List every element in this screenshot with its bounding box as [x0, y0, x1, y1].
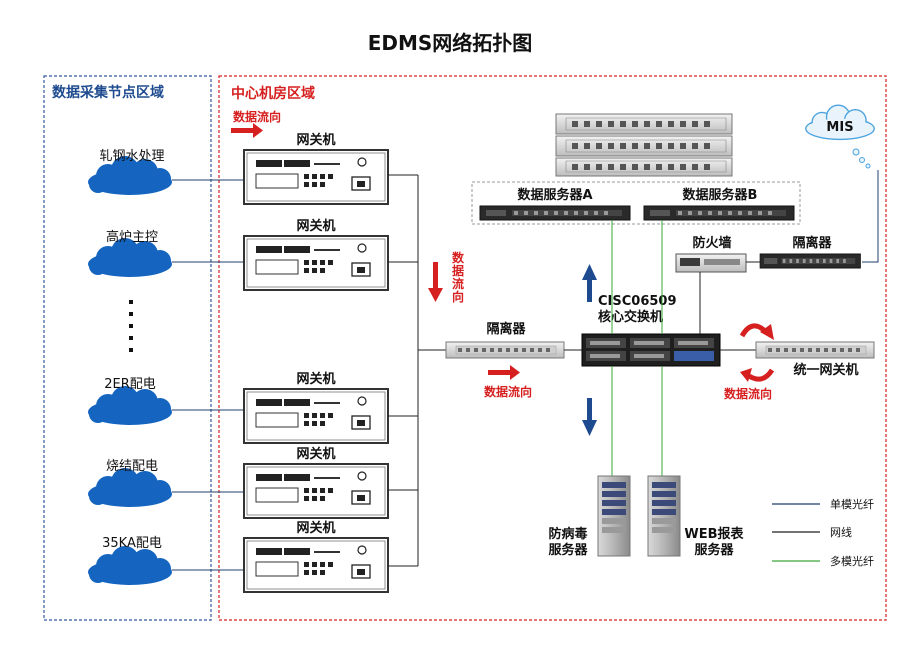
core-switch-label-2: 核心交换机	[598, 309, 663, 325]
svg-text:流: 流	[452, 276, 464, 291]
web-label-2: 服务器	[694, 542, 734, 558]
gateway-2	[243, 235, 389, 291]
legend-label-multimode: 多模光纤	[830, 554, 874, 568]
mis-label: MIS	[826, 120, 853, 135]
mis-cloud	[805, 104, 875, 141]
server-a-label: 数据服务器A	[517, 187, 592, 203]
legend: 单模光纤 网线 多模光纤	[772, 497, 874, 568]
blue-arrow-up	[582, 264, 597, 302]
antivirus-label-1: 防病毒	[548, 526, 587, 542]
legend-label-singlemode: 单模光纤	[830, 497, 874, 511]
core-switch-device	[581, 333, 721, 367]
unified-gateway-device	[755, 341, 875, 359]
isolator-label: 隔离器	[486, 321, 526, 337]
web-label-1: WEB报表	[684, 526, 744, 542]
node-cloud-5	[88, 546, 172, 585]
curved-arrow-head-2	[740, 368, 752, 382]
multimode-links	[611, 220, 663, 476]
server-a-device	[479, 205, 631, 221]
flow-label-3: 数据流向	[484, 384, 532, 399]
gateway-5	[243, 537, 389, 593]
gateway-label-3: 网关机	[296, 371, 335, 387]
flow-arrow-3	[488, 365, 520, 380]
unified-gateway-label: 统一网关机	[793, 362, 858, 378]
ellipsis-dots	[129, 300, 133, 352]
web-server-device	[647, 475, 681, 557]
core-switch-label-1: CISC06509	[598, 294, 677, 309]
flow-arrow-1	[231, 123, 263, 138]
svg-text:据: 据	[452, 263, 464, 278]
flow-label-4: 数据流向	[724, 386, 772, 401]
antivirus-label-2: 服务器	[548, 542, 588, 558]
curved-arrow-head-1	[760, 324, 774, 340]
isolator2-label: 隔离器	[792, 235, 832, 251]
node-label-5: 35KA配电	[102, 536, 162, 551]
gateway-3	[243, 388, 389, 444]
isolator-device	[445, 341, 565, 359]
collection-zone	[43, 75, 212, 621]
flow-arrow-2	[428, 262, 443, 302]
flow-label-vertical: 数 据 流 向	[452, 250, 465, 304]
server-b-device	[643, 205, 795, 221]
node-label-1: 轧钢水处理	[99, 149, 164, 164]
server-b-label: 数据服务器B	[683, 187, 758, 203]
firewall-label: 防火墙	[692, 235, 731, 251]
gateway-label-1: 网关机	[296, 132, 335, 148]
flow-label-1: 数据流向	[233, 109, 281, 124]
center-zone-label: 中心机房区域	[231, 85, 315, 102]
node-label-3: 2ER配电	[104, 377, 156, 392]
svg-text:数: 数	[452, 250, 465, 265]
node-links	[172, 179, 244, 571]
collection-zone-label: 数据采集节点区域	[52, 84, 164, 101]
legend-label-cable: 网线	[830, 525, 852, 539]
node-label-4: 烧结配电	[106, 459, 158, 474]
gateway-4	[243, 463, 389, 519]
svg-text:向: 向	[452, 289, 464, 304]
gateway-label-2: 网关机	[296, 218, 335, 234]
antivirus-server-device	[597, 475, 631, 557]
firewall-device	[675, 253, 747, 273]
gateway-label-5: 网关机	[296, 520, 335, 536]
isolator2-device	[759, 253, 861, 269]
center-zone	[218, 75, 887, 621]
gateway-1	[243, 149, 389, 205]
blue-arrow-down	[582, 398, 597, 436]
diagram-title: EDMS网络拓扑图	[368, 31, 533, 55]
node-label-2: 高炉主控	[106, 229, 158, 245]
rack-storage	[555, 113, 733, 177]
isolator2-mis-link	[862, 170, 879, 263]
mis-tail	[852, 148, 871, 169]
gateway-label-4: 网关机	[296, 446, 335, 462]
gateway-bus	[388, 174, 446, 567]
